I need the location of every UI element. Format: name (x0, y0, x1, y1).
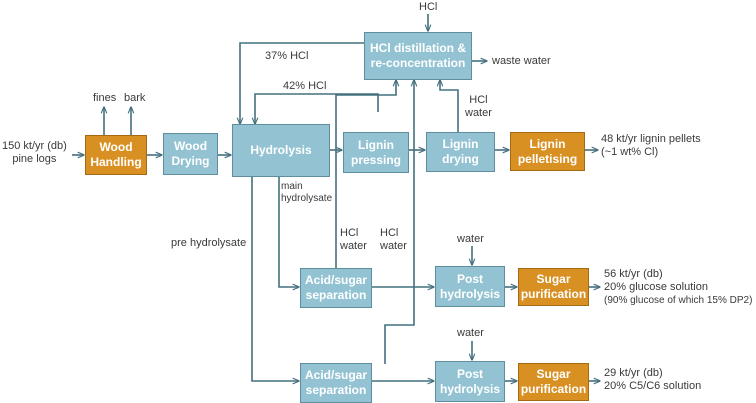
input-logs-label: 150 kt/yr (db) pine logs (2, 140, 67, 165)
output-glucose-note: (90% glucose of which 15% DP2) (604, 295, 753, 306)
water-2-label: water (457, 327, 484, 339)
fines-label: fines (93, 92, 117, 104)
hcl-top-label: HCl (419, 1, 438, 13)
wood-handling-box: Wood Handling (85, 135, 147, 175)
lignin-drying-box: Lignin drying (426, 132, 495, 172)
lignin-pelletising-box: Lignin pelletising (510, 132, 585, 171)
sugar-purification-2-box: Sugar purification (518, 363, 589, 401)
water-1-label: water (457, 233, 484, 245)
hcl-water-drying-label: HCl water (465, 94, 492, 119)
main-hydrolysate-label: main hydrolysate (281, 181, 333, 204)
output-glucose-label: 56 kt/yr (db) 20% glucose solution (604, 268, 708, 293)
hcl-42-label: 42% HCl (283, 80, 327, 92)
sugar-purification-1-box: Sugar purification (518, 268, 589, 306)
bark-label: bark (124, 92, 146, 104)
post-hydrolysis-2-box: Post hydrolysis (435, 361, 505, 402)
post-hydrolysis-1-box: Post hydrolysis (435, 266, 505, 307)
arrow-pre-hydrolysate (251, 177, 299, 381)
hcl-water-1-label: HCl water (340, 227, 367, 252)
pre-hydrolysate-label: pre hydrolysate (171, 237, 247, 249)
acid-sugar-separation-1-box: Acid/sugar separation (300, 268, 372, 308)
arrow-sep1-hcl-water (335, 80, 396, 270)
output-c5c6-label: 29 kt/yr (db) 20% C5/C6 solution (604, 367, 702, 392)
wood-drying-box: Wood Drying (163, 133, 218, 175)
hcl-distillation-box: HCl distillation & re-concentration (364, 32, 472, 80)
acid-sugar-separation-2-box: Acid/sugar separation (300, 363, 372, 403)
hcl-water-2-label: HCl water (380, 227, 407, 252)
arrow-main-hydrolysate (278, 177, 299, 287)
arrow-37-hcl (240, 42, 364, 124)
lignin-pressing-box: Lignin pressing (343, 132, 409, 173)
hcl-37-label: 37% HCl (265, 50, 309, 62)
output-lignin-label: 48 kt/yr lignin pellets (~1 wt% Cl) (601, 133, 701, 158)
waste-water-label: waste water (492, 55, 551, 67)
arrow-drying-hcl-water (440, 80, 459, 132)
hydrolysis-box: Hydrolysis (232, 124, 330, 177)
arrow-sep2-hcl-water (384, 80, 414, 364)
arrow-42-hcl (255, 93, 379, 124)
